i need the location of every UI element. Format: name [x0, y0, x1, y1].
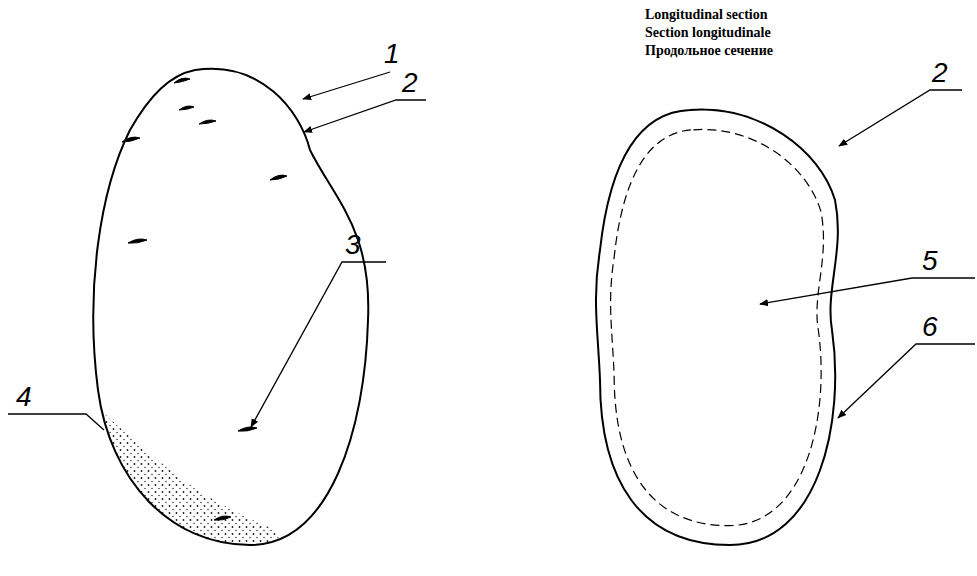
heading-ru: Продольное сечение — [645, 42, 773, 60]
tuber-outline — [93, 69, 368, 545]
callout-number: 6 — [922, 313, 938, 341]
leader-lines — [8, 72, 975, 430]
callout-number: 4 — [16, 383, 32, 411]
heading-en: Longitudinal section — [645, 6, 768, 24]
callout-number: 5 — [922, 247, 938, 275]
callout-number: 2 — [932, 59, 948, 87]
callout-number: 1 — [384, 40, 400, 68]
section-outline — [596, 110, 838, 545]
green-area — [80, 400, 290, 560]
eyes — [122, 78, 287, 520]
vascular-ring — [611, 129, 824, 525]
callout-number: 2 — [402, 69, 418, 97]
callout-number: 3 — [345, 231, 361, 259]
heading-fr: Section longitudinale — [645, 24, 771, 42]
